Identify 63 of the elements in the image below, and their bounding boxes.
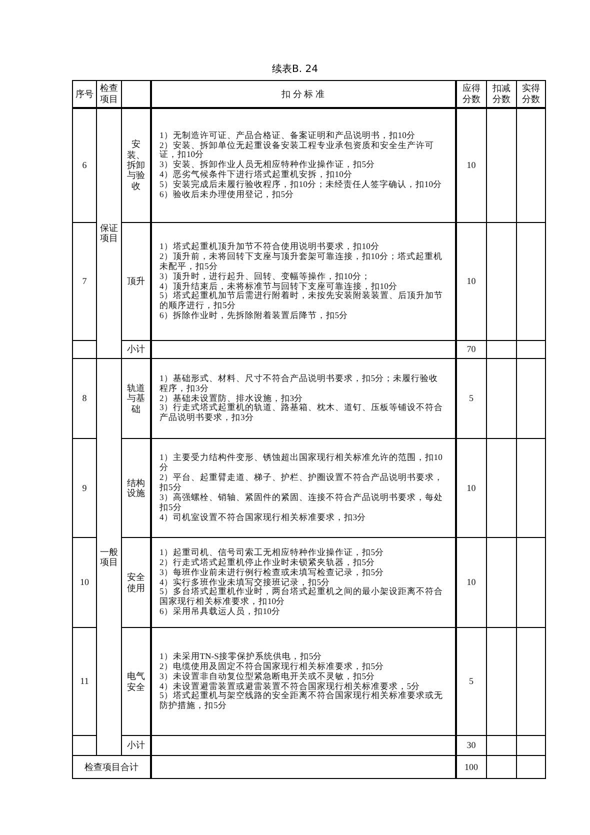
deduction-item: 2）行走式塔式起重机停止作业时未锁紧夹轨器，扣5分 bbox=[160, 558, 376, 568]
column-header: 应得分数 bbox=[462, 83, 481, 104]
deduction-item: 5）多台塔式起重机作业时，两台塔式起重机之间的最小架设距离不符合国家现行相关标准要求，扣10分 bbox=[160, 587, 444, 607]
column-header: 扣减分数 bbox=[492, 83, 511, 104]
deduction-item: 2）基础未设置防、排水设施，扣3分 bbox=[160, 394, 304, 403]
column-header: 检查项目 bbox=[100, 83, 118, 104]
deduction-item: 2）平台、起重臂走道、梯子、护栏、护圈设置不符合产品说明书要求，扣5分 bbox=[160, 473, 444, 492]
score-value: 10 bbox=[466, 482, 476, 494]
deduction-item: 4）实行多班作业未填写交接班记录，扣5分 bbox=[160, 578, 332, 587]
score-value: 10 bbox=[466, 276, 476, 287]
deduction-item: 3）每班作业前未进行例行检查或未填写检查记录，扣5分 bbox=[160, 568, 386, 578]
subitem-label: 顶升 bbox=[126, 276, 146, 287]
column-header: 序号 bbox=[75, 88, 94, 99]
column-header: 实得分数 bbox=[522, 83, 540, 104]
score-value: 5 bbox=[469, 676, 474, 687]
deduction-item: 4）未设置避雷装置或避雷装置不符合国家现行相关标准要求，5分 bbox=[160, 682, 422, 690]
deduction-item: 6）验收后未办理使用登记，扣5分 bbox=[160, 190, 296, 200]
subitem-label: 电气安全 bbox=[126, 671, 146, 692]
row-number: 6 bbox=[82, 160, 87, 170]
score-value: 100 bbox=[464, 762, 478, 772]
deduction-item: 1）主要受力结构件变形、锈蚀超出国家现行相关标准允许的范围，扣10分 bbox=[160, 453, 444, 472]
score-value: 10 bbox=[466, 160, 476, 170]
category-label: 保证项目 bbox=[100, 222, 118, 244]
deduction-item: 2）电缆使用及固定不符合国家现行相关标准要求，扣5分 bbox=[160, 662, 386, 672]
deduction-item: 3）安装、拆卸作业人员无相应特种作业操作证，扣5分 bbox=[160, 160, 376, 170]
row-number: 11 bbox=[80, 676, 89, 687]
score-value: 30 bbox=[466, 740, 476, 751]
category-label: 一般项目 bbox=[100, 546, 118, 568]
subitem-label: 结构设施 bbox=[126, 478, 146, 498]
deduction-item: 1）起重司机、信号司索工无相应特种作业操作证，扣5分 bbox=[160, 548, 386, 558]
deduction-item: 6）拆除作业时，先拆除附着装置后降节，扣5分 bbox=[160, 311, 350, 321]
score-value: 70 bbox=[466, 344, 476, 355]
deduction-item: 4）司机室设置不符合国家现行相关标准要求，扣3分 bbox=[160, 512, 368, 523]
subtotal-label: 小计 bbox=[126, 344, 145, 355]
total-label: 检查项目合计 bbox=[84, 762, 138, 772]
deduction-item: 3）行走式塔式起重机的轨道、路基箱、枕木、道钉、压板等铺设不符合产品说明书要求，扣3分 bbox=[160, 403, 444, 424]
subtotal-label: 小计 bbox=[126, 740, 145, 751]
deduction-item: 3）未设置非自动复位型紧急断电开关或不灵敏，扣5分 bbox=[160, 672, 376, 682]
row-number: 7 bbox=[82, 276, 87, 287]
deduction-item: 3）高强螺栓、销轴、紧固件的紧固、连接不符合产品说明书要求，每处扣5分 bbox=[160, 492, 444, 512]
deduction-item: 1）基础形式、材料、尺寸不符合产品说明书要求，扣5分；未履行验收程序，扣3分 bbox=[160, 374, 440, 393]
subitem-label: 轨道与基础 bbox=[126, 382, 146, 414]
deduction-item: 4）顶升结束后，未将标准节与回转下支座可靠连接，扣10分 bbox=[160, 282, 398, 291]
deduction-item: 2）安装、拆卸单位无起重设备安装工程专业承包资质和安全生产许可证，扣10分 bbox=[160, 140, 435, 160]
deduction-item: 1）无制造许可证、产品合格证、备案证明和产品说明书，扣10分 bbox=[160, 130, 416, 140]
row-number: 9 bbox=[82, 482, 87, 494]
row-number: 10 bbox=[80, 577, 89, 588]
deduction-item: 4）恶劣气候条件下进行塔式起重机安拆，扣10分 bbox=[160, 170, 354, 180]
column-header: 扣 分 标 准 bbox=[282, 88, 324, 99]
deduction-item: 5）塔式起重机与架空线路的安全距离不符合国家现行相关标准要求或无防护措施，扣5分 bbox=[160, 691, 444, 712]
score-value: 5 bbox=[469, 393, 474, 404]
deduction-item: 6）采用吊具载运人员，扣10分 bbox=[160, 607, 282, 618]
table-title: 续表B. 24 bbox=[272, 62, 318, 76]
deduction-item: 5）安装完成后未履行验收程序，扣10分；未经责任人签字确认，扣10分 bbox=[160, 180, 443, 190]
subitem-label: 安装、拆卸与验收 bbox=[126, 139, 146, 192]
deduction-item: 3）顶升时，进行起升、回转、变幅等操作，扣10分； bbox=[160, 272, 372, 281]
deduction-item: 1）塔式起重机顶升加节不符合使用说明书要求，扣10分 bbox=[160, 242, 380, 252]
deduction-item: 2）顶升前，未将回转下支座与顶升套架可靠连接，扣10分；塔式起重机未配平，扣5分 bbox=[160, 252, 444, 272]
score-value: 10 bbox=[466, 577, 476, 588]
row-number: 8 bbox=[82, 393, 87, 404]
deduction-item: 5）塔式起重机加节后需进行附着时，未按先安装附装装置、后顶升加节的顺序进行，扣5分 bbox=[160, 291, 444, 310]
subitem-label: 安全使用 bbox=[126, 572, 146, 593]
deduction-item: 1）未采用TN-S接零保护系统供电，扣5分 bbox=[160, 652, 324, 662]
